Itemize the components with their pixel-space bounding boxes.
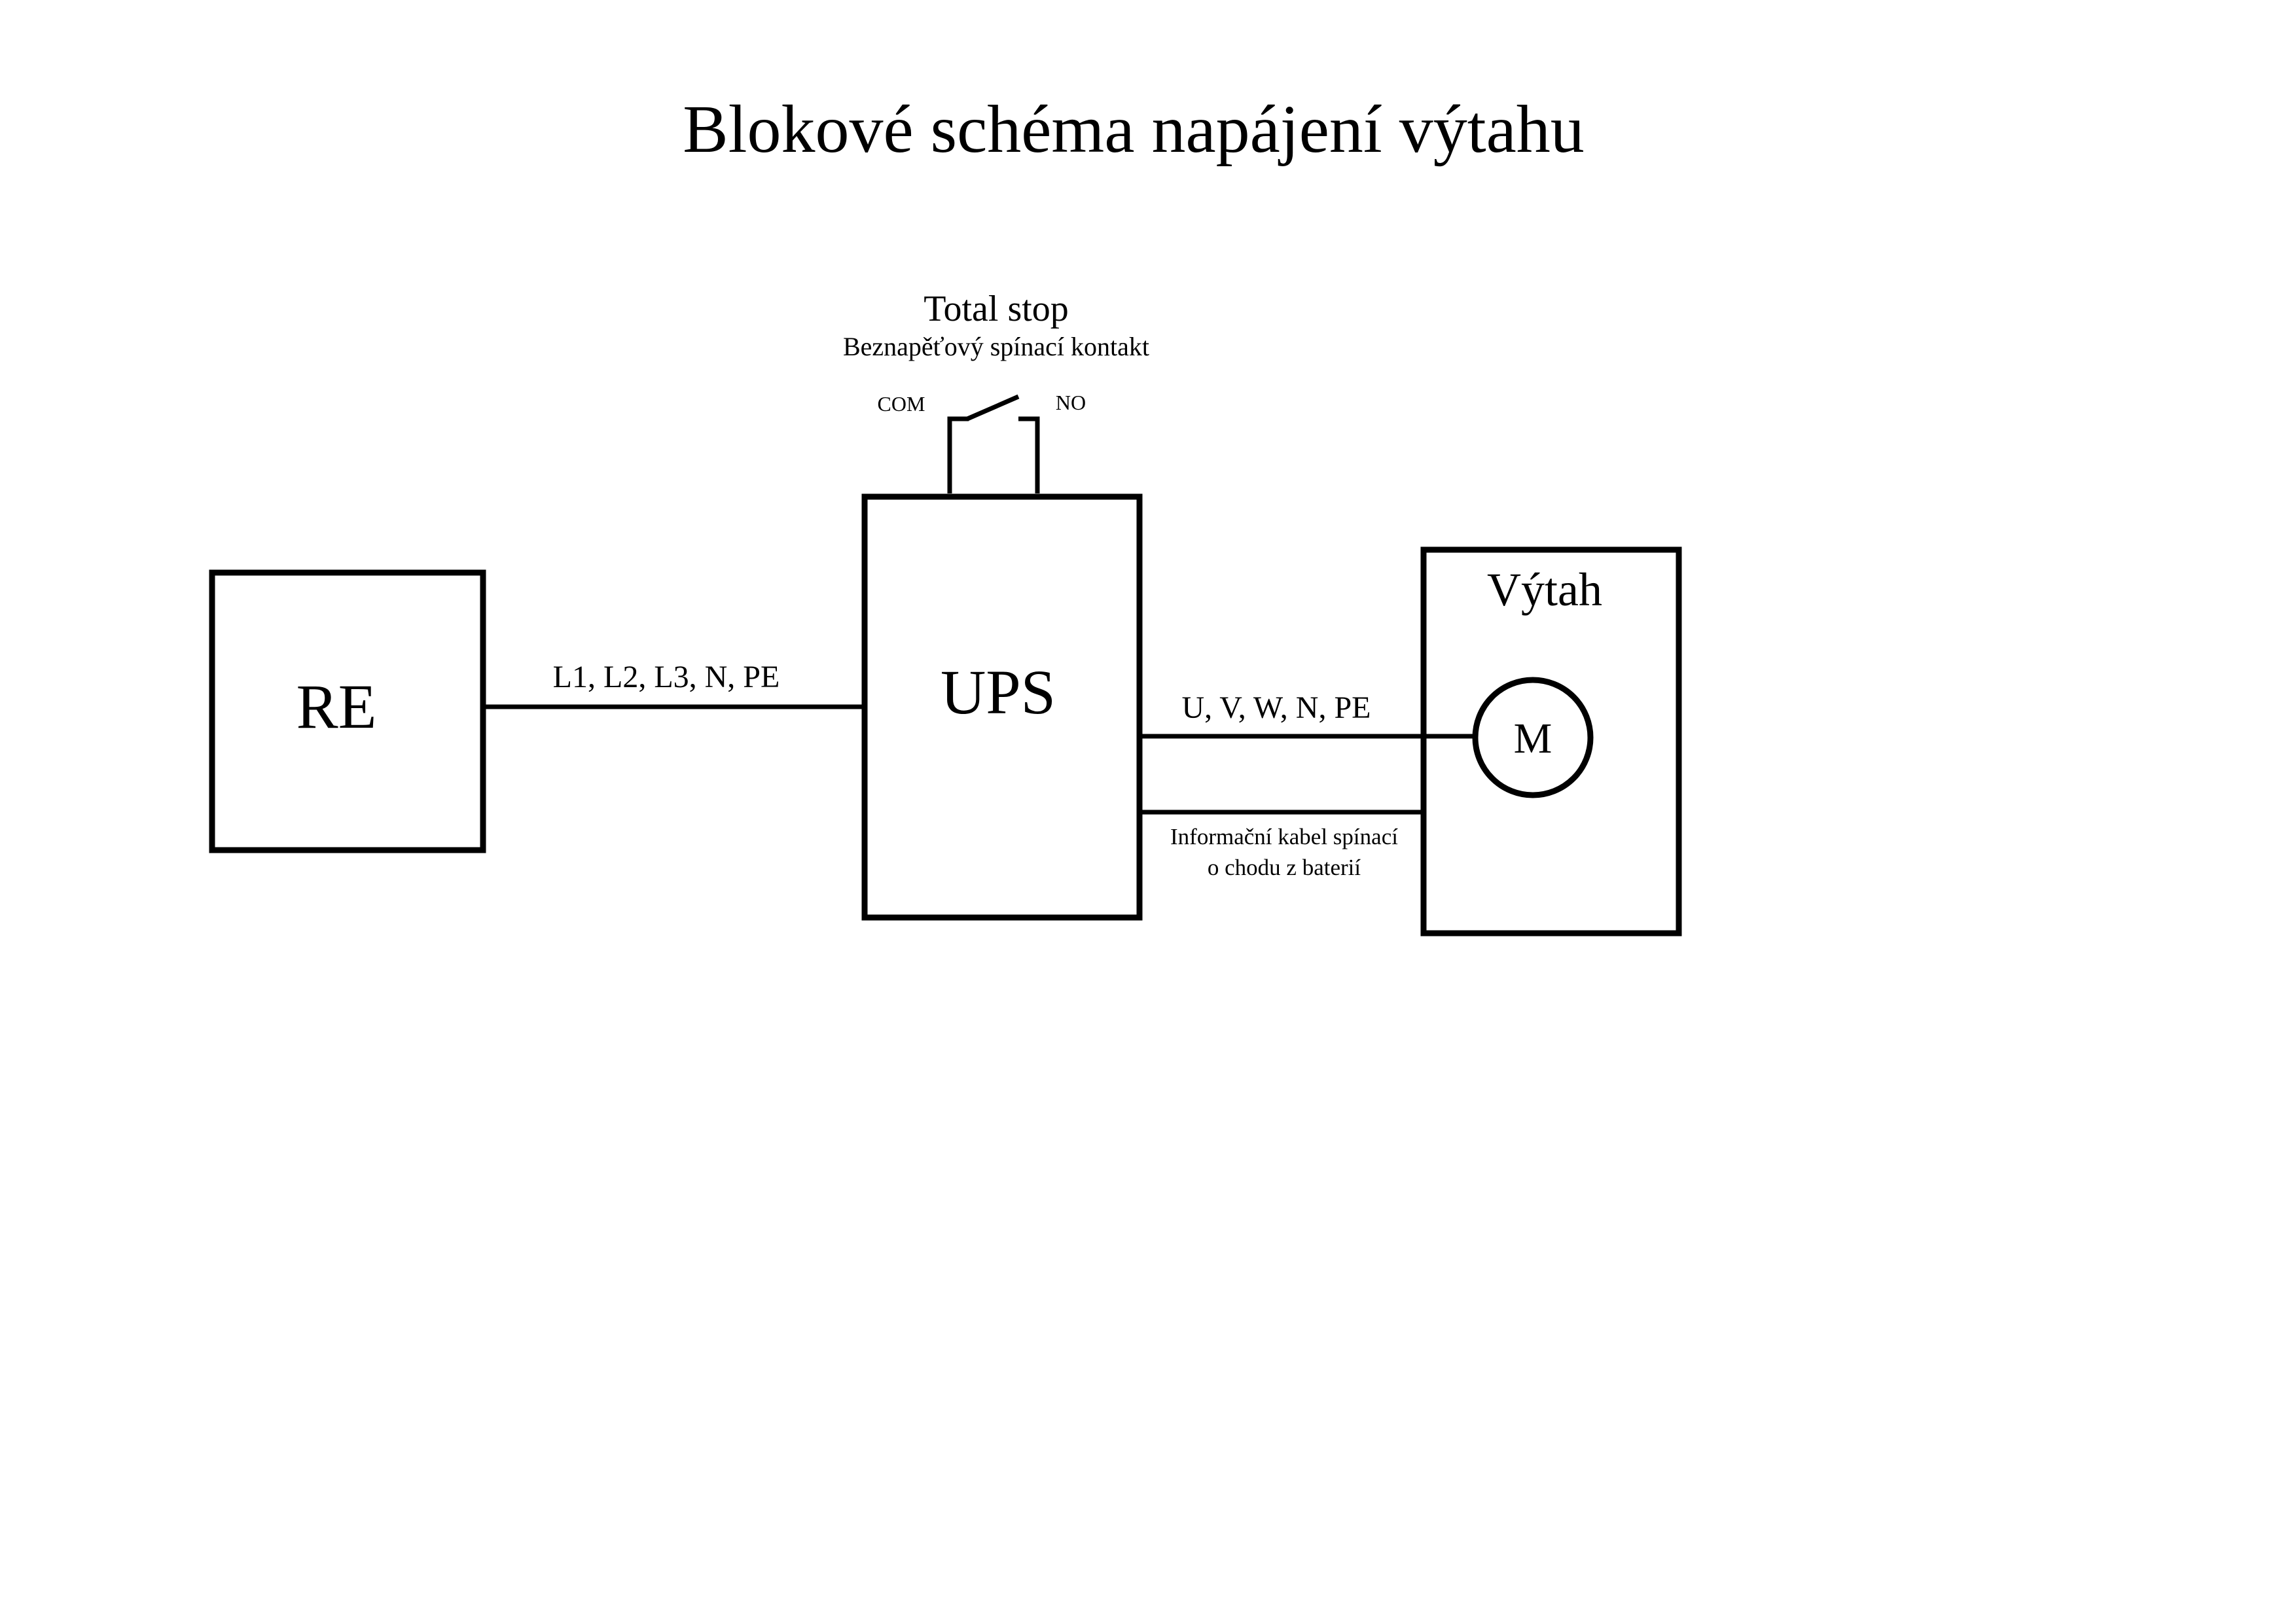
- re-ups-wire-label: L1, L2, L3, N, PE: [553, 660, 780, 694]
- diagram-title: Blokové schéma napájení výtahu: [683, 92, 1585, 167]
- info-cable-label-line2: o chodu z baterií: [1208, 855, 1361, 880]
- re-label: RE: [296, 671, 377, 741]
- ups-motor-wire-label: U, V, W, N, PE: [1182, 690, 1371, 725]
- motor-label: M: [1514, 715, 1552, 762]
- info-cable-label-line1: Informační kabel spínací: [1170, 824, 1398, 849]
- elevator-block: [1420, 546, 1682, 936]
- com-terminal-label: COM: [878, 392, 925, 416]
- total-stop-heading: Total stop: [924, 289, 1069, 329]
- ups-label: UPS: [941, 657, 1056, 727]
- no-terminal-label: NO: [1056, 391, 1086, 414]
- re-block: [209, 569, 486, 853]
- total-stop-subheading: Beznapěťový spínací kontakt: [843, 332, 1149, 361]
- switch-contact-icon: [947, 394, 1040, 493]
- elevator-label: Výtah: [1487, 563, 1602, 616]
